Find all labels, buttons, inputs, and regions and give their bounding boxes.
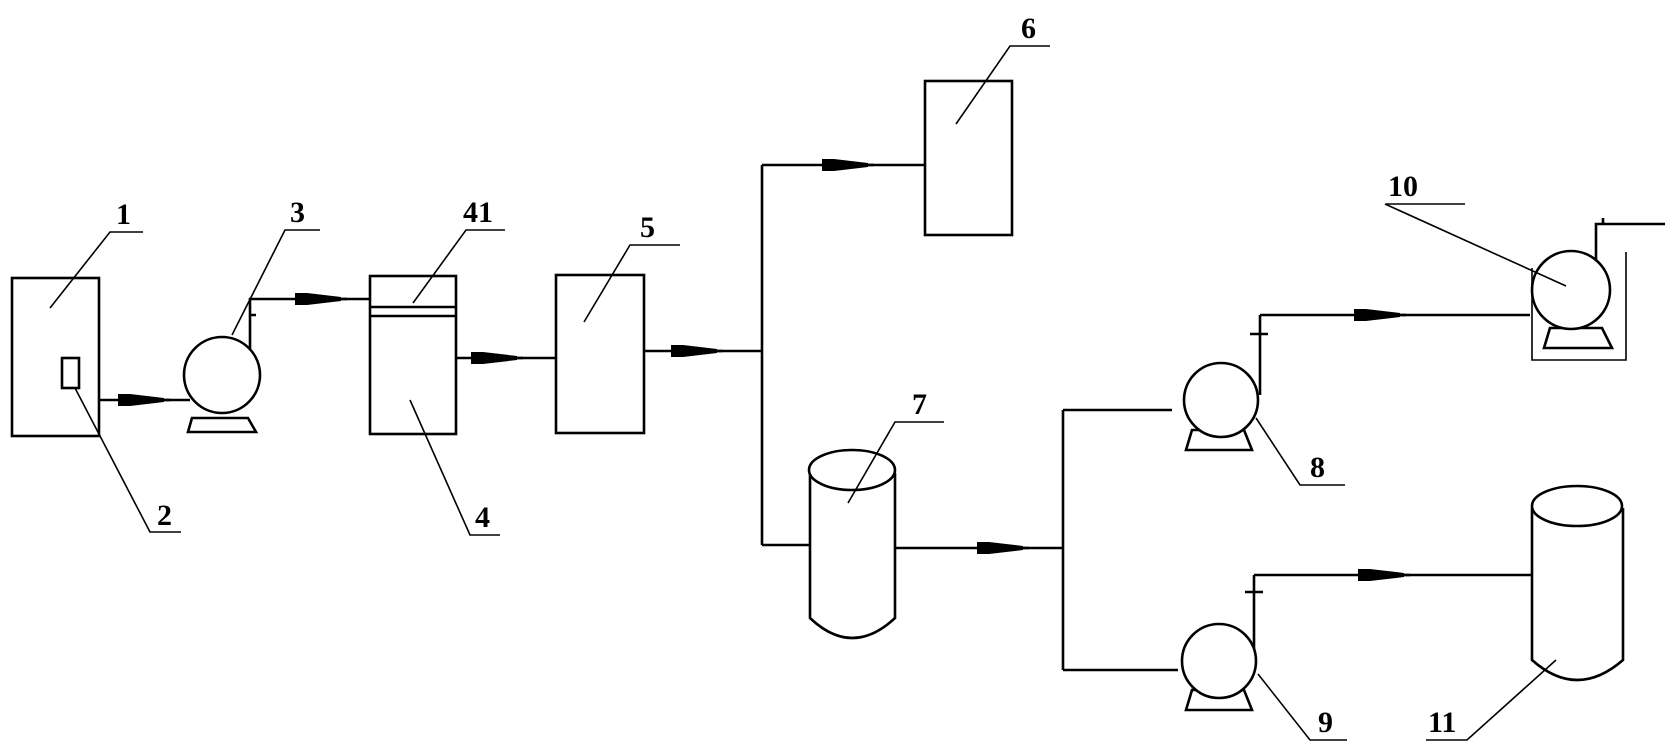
tank-6 — [923, 79, 1014, 237]
label-7: 7 — [912, 388, 927, 421]
check-valve-2 — [293, 291, 349, 307]
label-11: 11 — [1428, 706, 1456, 739]
tank-1 — [10, 276, 101, 438]
check-valve-4 — [669, 343, 725, 359]
label-4: 4 — [475, 501, 490, 534]
pump-8 — [1182, 352, 1262, 452]
labels: 1 2 3 41 4 5 6 7 8 9 10 11 — [116, 12, 1456, 739]
check-valve-8 — [1356, 567, 1412, 583]
cylinder-tank-7 — [807, 448, 897, 640]
label-5: 5 — [640, 211, 655, 244]
label-3: 3 — [290, 196, 305, 229]
leader-lines — [49, 45, 1567, 741]
filter-4 — [368, 274, 458, 436]
label-41: 41 — [463, 196, 493, 229]
sensor-2 — [60, 356, 81, 390]
label-6: 6 — [1021, 12, 1036, 45]
label-2: 2 — [157, 499, 172, 532]
pump-3 — [182, 330, 262, 434]
check-valve-3 — [469, 350, 525, 366]
check-valve-1 — [116, 392, 172, 408]
pump-9 — [1180, 612, 1258, 712]
check-valve-6 — [975, 540, 1031, 556]
pump-10 — [1530, 248, 1627, 361]
check-valve-5 — [820, 157, 876, 173]
cylinder-tank-11 — [1530, 484, 1625, 682]
label-10: 10 — [1388, 170, 1418, 203]
unit-5 — [554, 273, 646, 435]
label-1: 1 — [116, 198, 131, 231]
label-9: 9 — [1318, 706, 1333, 739]
check-valve-7 — [1352, 307, 1408, 323]
label-8: 8 — [1310, 451, 1325, 484]
